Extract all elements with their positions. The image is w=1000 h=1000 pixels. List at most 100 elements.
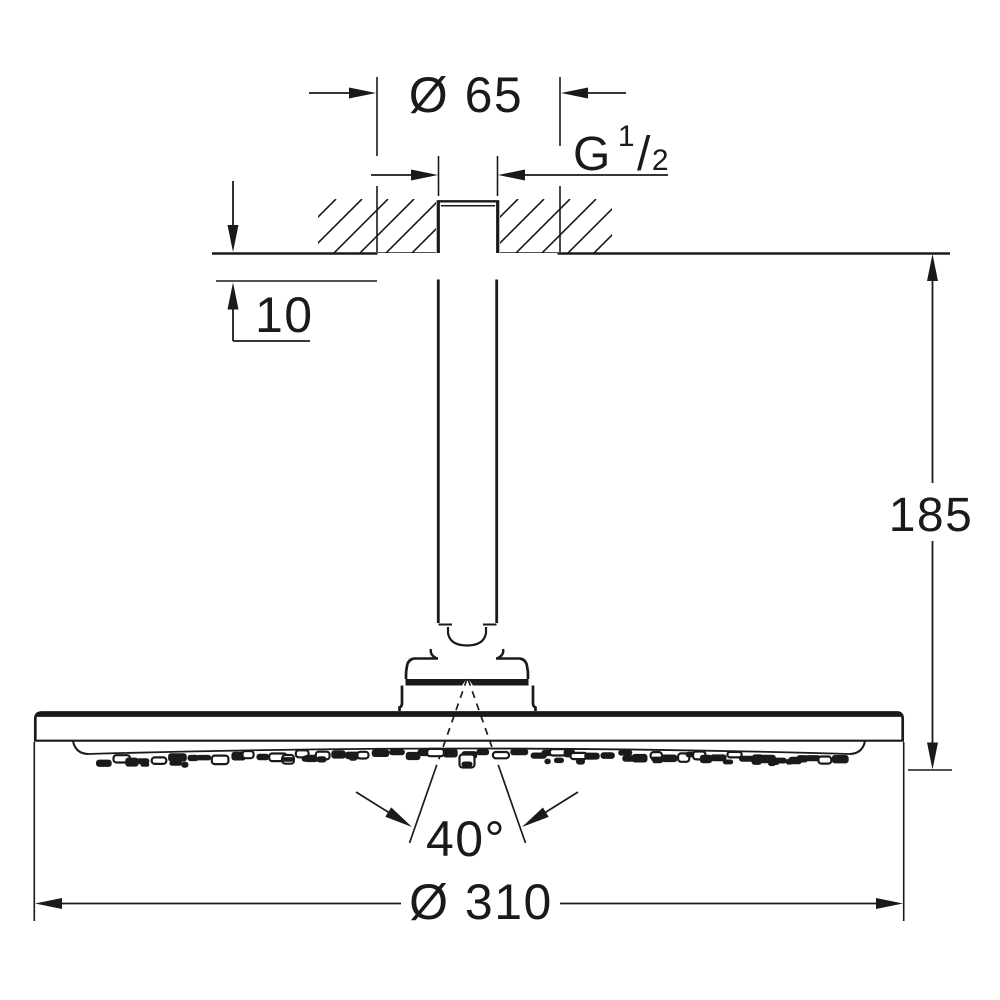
nozzle bbox=[241, 749, 255, 760]
thread-nipple bbox=[436, 199, 500, 253]
hatch-line bbox=[318, 199, 337, 219]
nozzle bbox=[576, 758, 585, 765]
arrowhead bbox=[411, 169, 438, 181]
ceiling-plate-thickness-label: 10 bbox=[255, 287, 314, 343]
nozzle bbox=[618, 749, 633, 756]
hatch-line bbox=[332, 199, 389, 253]
hatch-line bbox=[384, 199, 441, 253]
shower-arm bbox=[436, 279, 499, 626]
nozzle bbox=[301, 755, 310, 762]
arrowhead bbox=[927, 254, 938, 281]
nozzle bbox=[196, 754, 212, 761]
nozzle bbox=[804, 755, 821, 762]
collar-right-edge bbox=[531, 685, 537, 712]
nozzle bbox=[622, 755, 635, 762]
thread-numerator: 1 bbox=[618, 120, 636, 153]
nozzle bbox=[371, 749, 390, 757]
nozzle bbox=[817, 755, 833, 765]
nozzle bbox=[491, 750, 511, 760]
shower-head bbox=[33, 711, 905, 755]
bell-inner-lens bbox=[428, 661, 505, 678]
nozzle bbox=[739, 755, 755, 762]
nozzle-band bbox=[96, 747, 849, 769]
arrowhead bbox=[227, 282, 239, 310]
nozzle bbox=[426, 747, 446, 758]
bell-left-edge bbox=[404, 657, 415, 680]
dim-installation-height: 185 bbox=[889, 254, 974, 771]
arrowhead bbox=[927, 742, 938, 770]
nozzle bbox=[476, 749, 490, 756]
dim-spray-angle: 40° bbox=[355, 791, 579, 867]
nozzle bbox=[772, 758, 780, 765]
nozzle bbox=[331, 750, 346, 759]
nozzle bbox=[652, 759, 663, 764]
arrowhead bbox=[561, 87, 588, 99]
nozzle bbox=[128, 759, 136, 765]
nut-facet bbox=[446, 627, 488, 647]
nozzle bbox=[722, 759, 734, 765]
nozzle bbox=[510, 748, 529, 756]
hatch-line bbox=[358, 199, 415, 253]
head-diameter-label: Ø 310 bbox=[409, 874, 553, 930]
arrowhead bbox=[385, 807, 412, 827]
nozzle bbox=[169, 760, 183, 766]
dim-flange-diameter: Ø 65 bbox=[309, 67, 626, 252]
nozzle bbox=[210, 754, 230, 766]
nozzle bbox=[356, 750, 370, 760]
nozzle bbox=[181, 761, 189, 768]
arm-connector bbox=[398, 623, 537, 712]
nozzle bbox=[461, 761, 473, 767]
nozzle bbox=[256, 753, 270, 761]
nozzle bbox=[168, 753, 187, 762]
nozzle bbox=[150, 756, 168, 766]
nozzle bbox=[715, 756, 725, 762]
hatch-line bbox=[566, 207, 612, 253]
arrowhead bbox=[498, 169, 525, 181]
hatch-line bbox=[514, 199, 571, 253]
arrowhead bbox=[35, 898, 62, 909]
nozzle bbox=[544, 758, 551, 765]
hatch-line bbox=[540, 199, 597, 253]
nozzle bbox=[96, 759, 112, 767]
nozzle bbox=[785, 758, 794, 765]
nozzle bbox=[831, 755, 849, 764]
nozzle bbox=[443, 748, 458, 758]
collar-left-edge bbox=[398, 685, 404, 712]
nozzle bbox=[660, 754, 678, 763]
nozzle bbox=[600, 752, 615, 759]
bell-right-edge bbox=[519, 657, 530, 680]
arrowhead bbox=[349, 87, 376, 99]
thread-prefix: G bbox=[573, 128, 612, 181]
nozzle bbox=[140, 762, 150, 767]
nozzle bbox=[553, 757, 564, 764]
nozzle bbox=[585, 755, 596, 760]
arrowhead bbox=[227, 225, 239, 252]
nozzle bbox=[405, 751, 421, 761]
nozzle bbox=[316, 756, 327, 763]
dim-ceiling-plate-thickness: 10 bbox=[216, 181, 377, 343]
installation-height-label: 185 bbox=[889, 489, 974, 542]
hatch-line bbox=[318, 199, 363, 245]
thread-denominator: 2 bbox=[652, 144, 670, 177]
nozzle bbox=[699, 754, 713, 764]
arrowhead bbox=[522, 807, 549, 827]
hatch-line bbox=[618, 199, 674, 255]
faceplate-right-step bbox=[849, 740, 866, 755]
nozzle bbox=[187, 754, 199, 762]
nozzle bbox=[280, 757, 294, 762]
spray-angle-label: 40° bbox=[426, 811, 506, 867]
hatch-line bbox=[592, 233, 612, 253]
nozzle bbox=[726, 750, 743, 759]
dim-head-diameter: Ø 310 bbox=[33, 742, 905, 930]
nozzle bbox=[751, 758, 762, 765]
nozzle bbox=[389, 749, 405, 756]
nozzle bbox=[349, 755, 358, 761]
arrowhead bbox=[876, 898, 903, 909]
thread-slash: / bbox=[637, 128, 652, 181]
flange-diameter-label: Ø 65 bbox=[409, 67, 523, 123]
faceplate-left-step bbox=[72, 740, 89, 755]
